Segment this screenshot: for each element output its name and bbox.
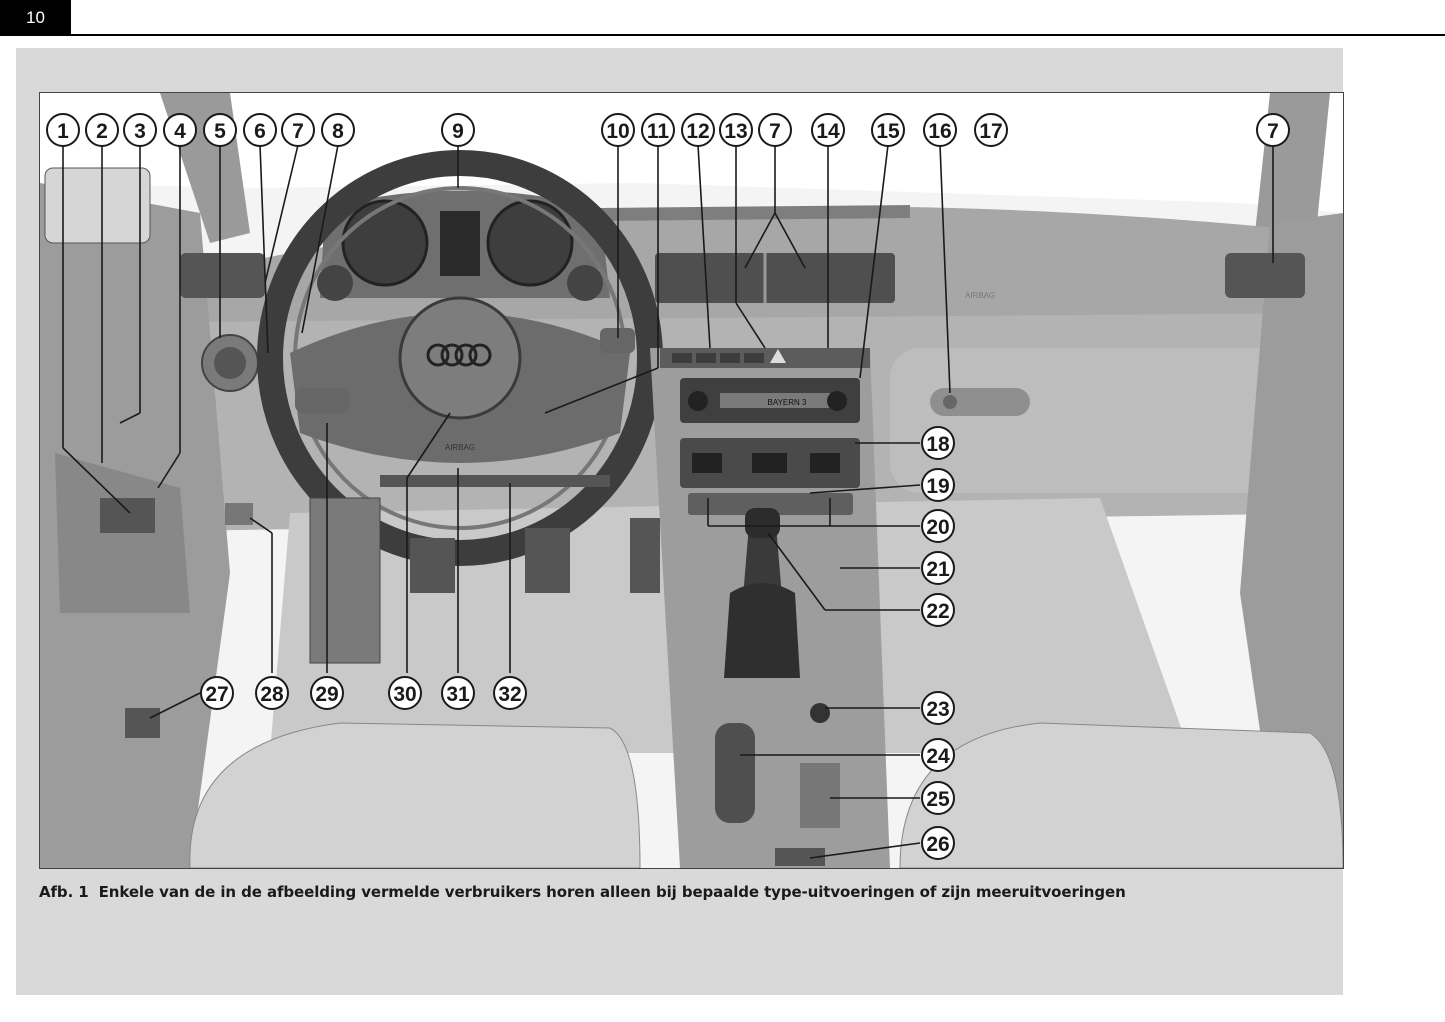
callout-23: 23: [921, 691, 955, 725]
dashboard-illustration: AIRBAG BAYERN 3 AIRBAG: [39, 92, 1344, 869]
callout-31: 31: [441, 676, 475, 710]
callout-20: 20: [921, 509, 955, 543]
callout-14: 14: [811, 113, 845, 147]
svg-text:20: 20: [926, 516, 949, 539]
svg-text:7: 7: [769, 120, 781, 143]
svg-text:16: 16: [928, 120, 951, 143]
svg-text:28: 28: [260, 683, 284, 706]
callout-4: 4: [163, 113, 197, 147]
callout-21: 21: [921, 551, 955, 585]
svg-text:30: 30: [393, 683, 416, 706]
callout-6: 6: [243, 113, 277, 147]
radio-display-text: BAYERN 3: [768, 398, 808, 407]
svg-text:26: 26: [926, 833, 949, 856]
svg-text:5: 5: [214, 120, 226, 143]
callout-19: 19: [921, 468, 955, 502]
callout-27: 27: [200, 676, 234, 710]
svg-text:27: 27: [205, 683, 228, 706]
callout-5: 5: [203, 113, 237, 147]
callout-17: 17: [974, 113, 1008, 147]
svg-text:2: 2: [96, 120, 108, 143]
svg-text:23: 23: [926, 698, 949, 721]
svg-text:7: 7: [1267, 120, 1279, 143]
svg-text:4: 4: [174, 120, 186, 143]
svg-text:1: 1: [57, 120, 69, 143]
svg-text:18: 18: [926, 433, 950, 456]
callout-29: 29: [310, 676, 344, 710]
svg-text:29: 29: [315, 683, 338, 706]
callout-30: 30: [388, 676, 422, 710]
airbag-dash-text: AIRBAG: [965, 291, 995, 300]
figure-caption-text: Enkele van de in de afbeelding vermelde …: [98, 883, 1126, 901]
svg-text:10: 10: [606, 120, 629, 143]
callout-15: 15: [871, 113, 905, 147]
svg-text:14: 14: [816, 120, 840, 143]
callout-7b: 7: [758, 113, 792, 147]
svg-text:22: 22: [926, 600, 949, 623]
svg-text:12: 12: [686, 120, 709, 143]
svg-text:3: 3: [134, 120, 146, 143]
svg-text:31: 31: [446, 683, 470, 706]
svg-text:32: 32: [498, 683, 521, 706]
svg-text:7: 7: [292, 120, 304, 143]
airbag-wheel-text: AIRBAG: [445, 443, 475, 452]
svg-text:15: 15: [876, 120, 900, 143]
svg-text:6: 6: [254, 120, 266, 143]
callout-8: 8: [321, 113, 355, 147]
svg-text:13: 13: [724, 120, 747, 143]
svg-text:9: 9: [452, 120, 464, 143]
callout-3: 3: [123, 113, 157, 147]
svg-text:24: 24: [926, 745, 950, 768]
callout-18: 18: [921, 426, 955, 460]
svg-text:21: 21: [926, 558, 950, 581]
callout-13: 13: [719, 113, 753, 147]
callout-28: 28: [255, 676, 289, 710]
callout-10: 10: [601, 113, 635, 147]
svg-text:19: 19: [926, 475, 949, 498]
svg-text:17: 17: [979, 120, 1002, 143]
svg-text:25: 25: [926, 788, 950, 811]
svg-text:11: 11: [647, 120, 670, 143]
callout-1: 1: [46, 113, 80, 147]
callout-16: 16: [923, 113, 957, 147]
callout-11: 11: [641, 113, 675, 147]
callout-25: 25: [921, 781, 955, 815]
callout-26: 26: [921, 826, 955, 860]
figure-label: Afb. 1: [39, 883, 89, 901]
callout-22: 22: [921, 593, 955, 627]
svg-text:8: 8: [332, 120, 344, 143]
header-rule: [71, 34, 1445, 36]
callout-7: 7: [281, 113, 315, 147]
page-number: 10: [0, 0, 71, 36]
callout-9: 9: [441, 113, 475, 147]
callout-32: 32: [493, 676, 527, 710]
callout-24: 24: [921, 738, 955, 772]
callout-12: 12: [681, 113, 715, 147]
figure-caption: Afb. 1 Enkele van de in de afbeelding ver…: [39, 883, 1126, 901]
callout-2: 2: [85, 113, 119, 147]
callout-7c: 7: [1256, 113, 1290, 147]
